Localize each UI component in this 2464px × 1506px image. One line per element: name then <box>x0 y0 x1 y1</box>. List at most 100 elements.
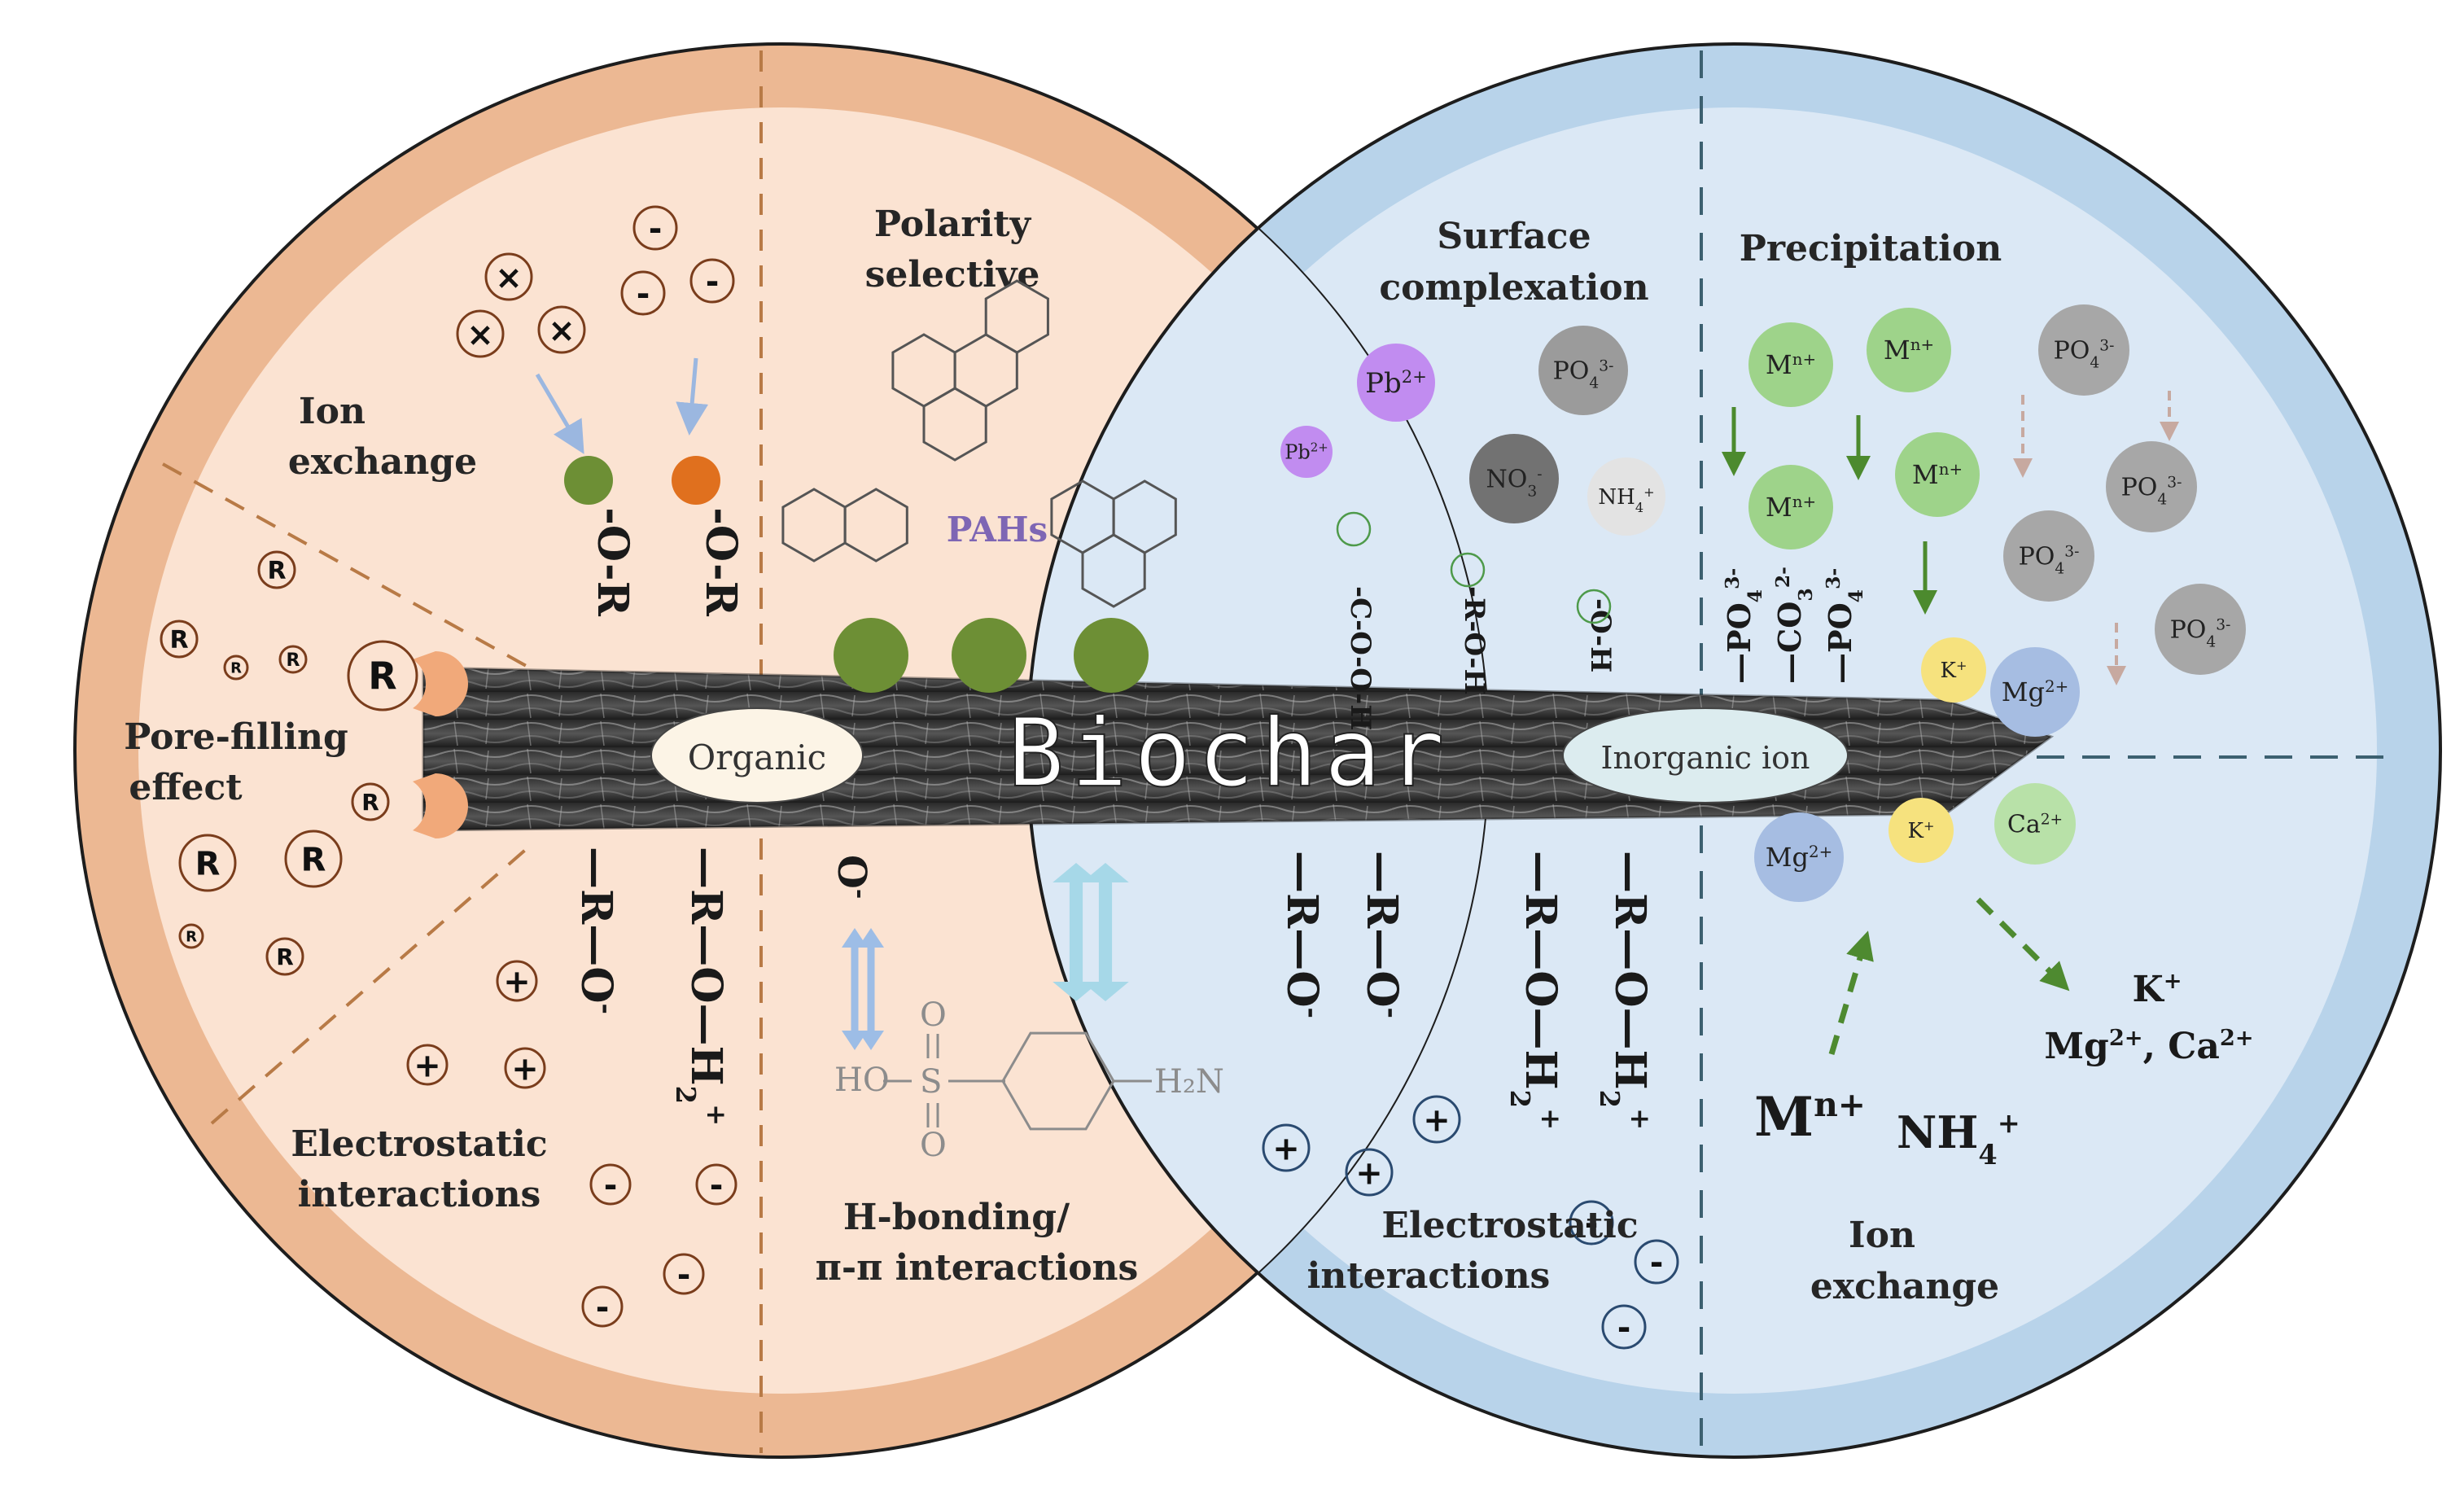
ca-ion-ball <box>1994 783 2076 865</box>
pore-caps <box>413 651 468 838</box>
mg-ion-ball <box>1754 812 1844 902</box>
bond-r-o-minus: —R—O- <box>571 847 622 1014</box>
r-token: R <box>178 834 237 892</box>
organic-oval: Organic <box>650 707 864 803</box>
anion-token: - <box>581 1285 624 1328</box>
sulfa-s: S <box>920 1063 942 1101</box>
anion-token-symbol: - <box>706 263 720 300</box>
exchange-in-arrow <box>1828 930 1874 1055</box>
cation-token-ring <box>456 309 505 358</box>
po4-ion-ball <box>1538 326 1628 415</box>
sulfa-ho: HO <box>834 1062 890 1099</box>
cation-token: + <box>406 1044 449 1086</box>
exchange-out-mg-ca: Mg2+, Ca2+ <box>2044 1025 2253 1067</box>
anion-token: - <box>1601 1304 1647 1350</box>
r-token: R <box>160 619 199 659</box>
anion-token-ring <box>581 1285 624 1328</box>
inorganic-label: Inorganic ion <box>1600 740 1810 776</box>
organic-ball <box>834 618 908 693</box>
mn-ion-text: Mn+ <box>1912 459 1963 490</box>
po4-ion: PO43- <box>2003 510 2094 602</box>
r-token: R <box>257 550 296 589</box>
double-arrows <box>842 863 1129 1050</box>
pb-ion-text: Pb2+ <box>1365 366 1427 400</box>
cation-token: + <box>504 1047 546 1089</box>
right-lower-bond: —R—O- <box>1357 851 1407 1018</box>
mg-ion-ball <box>1990 647 2080 737</box>
r-token-symbol: R <box>267 557 286 585</box>
sulfa-o-bottom: O <box>920 1127 947 1164</box>
biochar-title: Biochar <box>1008 698 1451 808</box>
k-ion: K+ <box>1921 637 1986 703</box>
r-token-symbol: R <box>169 626 188 654</box>
anion-token-ring <box>1634 1239 1679 1285</box>
anion-token-ring <box>1569 1200 1614 1246</box>
pb-ion-small-text: Pb2+ <box>1285 440 1328 463</box>
po4-ion-ball <box>2038 304 2129 396</box>
mn-ion-text: Mn+ <box>1766 349 1816 380</box>
po4-ion-text: PO43- <box>2054 337 2115 372</box>
small-double-arrow-head-up <box>858 928 884 948</box>
anion-token: - <box>1569 1200 1614 1246</box>
surface-groups: -C-O-O-H-R-O-H-O-H—PO43-—CO32-—PO43- <box>1336 511 1867 730</box>
large-double-arrow-head-down <box>1082 982 1129 1001</box>
r-token-symbol: R <box>186 928 197 945</box>
pah-ring <box>1081 533 1146 608</box>
cation-token: + <box>496 960 538 1002</box>
pah-structures <box>781 279 1177 608</box>
po4-ion-ball <box>2106 441 2197 532</box>
right-lower-bonds: —R—O-—R—O-—R—O—H2+—R—O—H2+ <box>1277 851 1656 1130</box>
anion-token: - <box>620 270 666 316</box>
nh4-ion-text: NH4+ <box>1598 484 1654 515</box>
ion-exchange-arrows <box>535 357 709 454</box>
r-token: R <box>351 782 390 821</box>
r-token-ring <box>257 550 296 589</box>
anion-token-ring <box>632 205 678 251</box>
precip-group: —PO43- <box>1721 568 1766 684</box>
r-token-ring <box>278 645 308 674</box>
pore-filling-line1: Pore-filling <box>124 716 348 758</box>
mg-ion: Mg2+ <box>1990 647 2080 737</box>
mn-ion-ball <box>1895 432 1980 517</box>
cation-token-ring <box>1412 1095 1461 1144</box>
mn-ion-text: Mn+ <box>1884 335 1934 366</box>
cation-token-ring <box>484 252 533 301</box>
polarity-line1: Polarity <box>874 204 1032 245</box>
r-token-symbol: R <box>230 659 242 676</box>
cation-token: + <box>1345 1148 1394 1197</box>
anion-token: - <box>689 258 735 304</box>
ca-ion-text: Ca2+ <box>2007 811 2063 839</box>
anion-token-symbol: - <box>1617 1309 1631 1346</box>
mn-ion: Mn+ <box>1895 432 1980 517</box>
h-marker <box>1450 552 1486 588</box>
anion-token-ring <box>1601 1304 1647 1350</box>
green-particle <box>564 456 613 505</box>
pah-ring <box>922 387 987 462</box>
right-lower-bond: —R—O—H2+ <box>1504 851 1566 1130</box>
mn-ion-ball <box>1867 308 1951 392</box>
anion-token-symbol: - <box>1585 1205 1599 1242</box>
right-lower-bond: —R—O—H2+ <box>1594 851 1656 1130</box>
anion-token: - <box>663 1253 705 1295</box>
small-double-arrow-head-down <box>858 1031 884 1050</box>
organic-ball <box>1074 618 1149 693</box>
mg-ion: Mg2+ <box>1754 812 1844 902</box>
anion-token-symbol: - <box>604 1167 618 1204</box>
electrostatic-left-line1: Electrostatic <box>291 1123 547 1165</box>
bond-o-r-1: -O-R <box>588 507 637 616</box>
r-token: R <box>347 640 418 711</box>
r-token: R <box>265 937 304 976</box>
cation-token-symbol: × <box>495 259 523 296</box>
pah-ring <box>984 279 1049 354</box>
pore-cap <box>413 651 468 716</box>
electrostatic-right-line1: Electrostatic <box>1381 1205 1638 1246</box>
r-token-symbol: R <box>287 650 300 671</box>
anion-token: - <box>632 205 678 251</box>
cation-token: × <box>484 252 533 301</box>
electrostatic-right-line2: interactions <box>1307 1255 1551 1297</box>
exchange-in-nh4: NH4+ <box>1897 1106 2020 1171</box>
mg-ion-text: Mg2+ <box>1766 842 1832 873</box>
cation-token-ring <box>406 1044 449 1086</box>
